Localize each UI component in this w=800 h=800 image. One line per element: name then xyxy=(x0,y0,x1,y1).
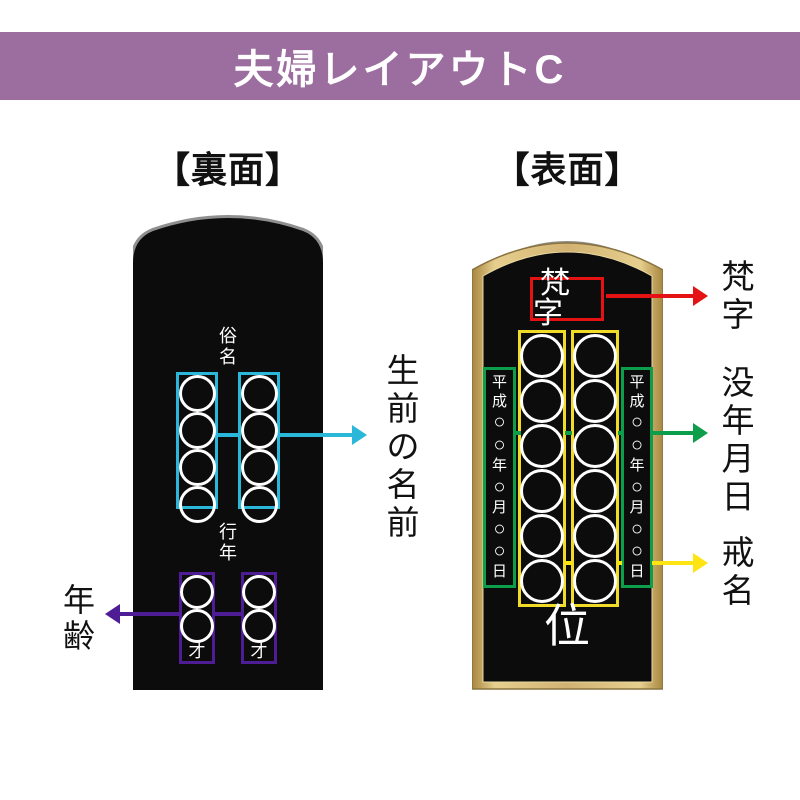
date-arrow-head-icon xyxy=(693,423,708,443)
kaimyo-connector-right xyxy=(618,561,622,565)
bonji-arrow-line xyxy=(606,294,693,298)
kaimyo-circle xyxy=(573,379,617,423)
kaimyo-circle xyxy=(520,559,564,603)
age-arrow-line xyxy=(120,612,179,616)
age-box-left: 才 xyxy=(179,572,215,664)
name-arrow-line xyxy=(280,433,352,437)
name-circle xyxy=(178,412,216,449)
age-suffix: 才 xyxy=(188,642,206,661)
page-title: 夫婦レイアウトC xyxy=(233,48,567,92)
name-circle xyxy=(178,486,216,523)
kaimyo-circle xyxy=(520,334,564,378)
rank-character: 位 xyxy=(544,601,590,652)
date-connector-mid xyxy=(565,431,572,435)
date-column-right: 平成○○年○月○○日 xyxy=(621,367,653,588)
name-box-left xyxy=(176,372,218,523)
kaimyo-arrow-line xyxy=(652,561,693,565)
front-side-heading: 【表面】 xyxy=(493,149,642,190)
name-circle xyxy=(178,449,216,486)
kaimyo-box-left xyxy=(518,330,566,607)
date-column-left: 平成○○年○月○○日 xyxy=(483,367,516,588)
kaimyo-annotation: 戒名 xyxy=(721,534,755,609)
age-arrow-head-icon xyxy=(105,604,120,624)
kaimyo-circle xyxy=(520,424,564,468)
age-suffix: 才 xyxy=(250,642,268,661)
age-box-right: 才 xyxy=(241,572,277,664)
kaimyo-box-right xyxy=(571,330,619,607)
kaimyo-connector-mid xyxy=(565,561,572,565)
back-tablet-shape xyxy=(133,215,323,690)
name-circle xyxy=(178,375,216,412)
date-connector-left xyxy=(515,431,521,435)
bonji-annotation: 梵字 xyxy=(721,258,755,333)
title-banner: 夫婦レイアウトC xyxy=(0,32,800,100)
age-annotation: 年齢 xyxy=(62,582,95,654)
name-circle xyxy=(240,486,278,523)
age-circle xyxy=(242,575,276,609)
name-box-connector xyxy=(218,433,238,437)
age-box-connector xyxy=(215,612,241,616)
name-circle xyxy=(240,449,278,486)
kaimyo-circle xyxy=(573,514,617,558)
date-arrow-line xyxy=(652,431,693,435)
age-circle xyxy=(180,575,214,609)
kaimyo-arrow-head-icon xyxy=(693,553,708,573)
kaimyo-circle xyxy=(573,424,617,468)
bonji-box: 梵字 xyxy=(530,269,604,329)
zokumei-label: 俗名 xyxy=(219,326,237,367)
name-arrow-head-icon xyxy=(352,425,367,445)
kaimyo-circle xyxy=(520,469,564,513)
back-side-heading: 【裏面】 xyxy=(153,149,302,190)
death-date-annotation: 没年月日 xyxy=(721,364,755,515)
name-circle xyxy=(240,375,278,412)
gyonen-label: 行年 xyxy=(219,522,237,563)
bonji-box-label: 梵字 xyxy=(533,267,577,330)
kaimyo-circle xyxy=(573,334,617,378)
kaimyo-circle xyxy=(573,469,617,513)
name-annotation: 生前の名前 xyxy=(386,352,420,541)
date-connector-right xyxy=(618,431,622,435)
kaimyo-circle xyxy=(520,514,564,558)
age-circle xyxy=(180,609,214,643)
kaimyo-circle xyxy=(520,379,564,423)
name-box-right xyxy=(238,372,280,523)
bonji-arrow-head-icon xyxy=(693,286,708,306)
age-circle xyxy=(242,609,276,643)
name-circle xyxy=(240,412,278,449)
back-tablet-body xyxy=(133,218,323,690)
kaimyo-circle xyxy=(573,559,617,603)
